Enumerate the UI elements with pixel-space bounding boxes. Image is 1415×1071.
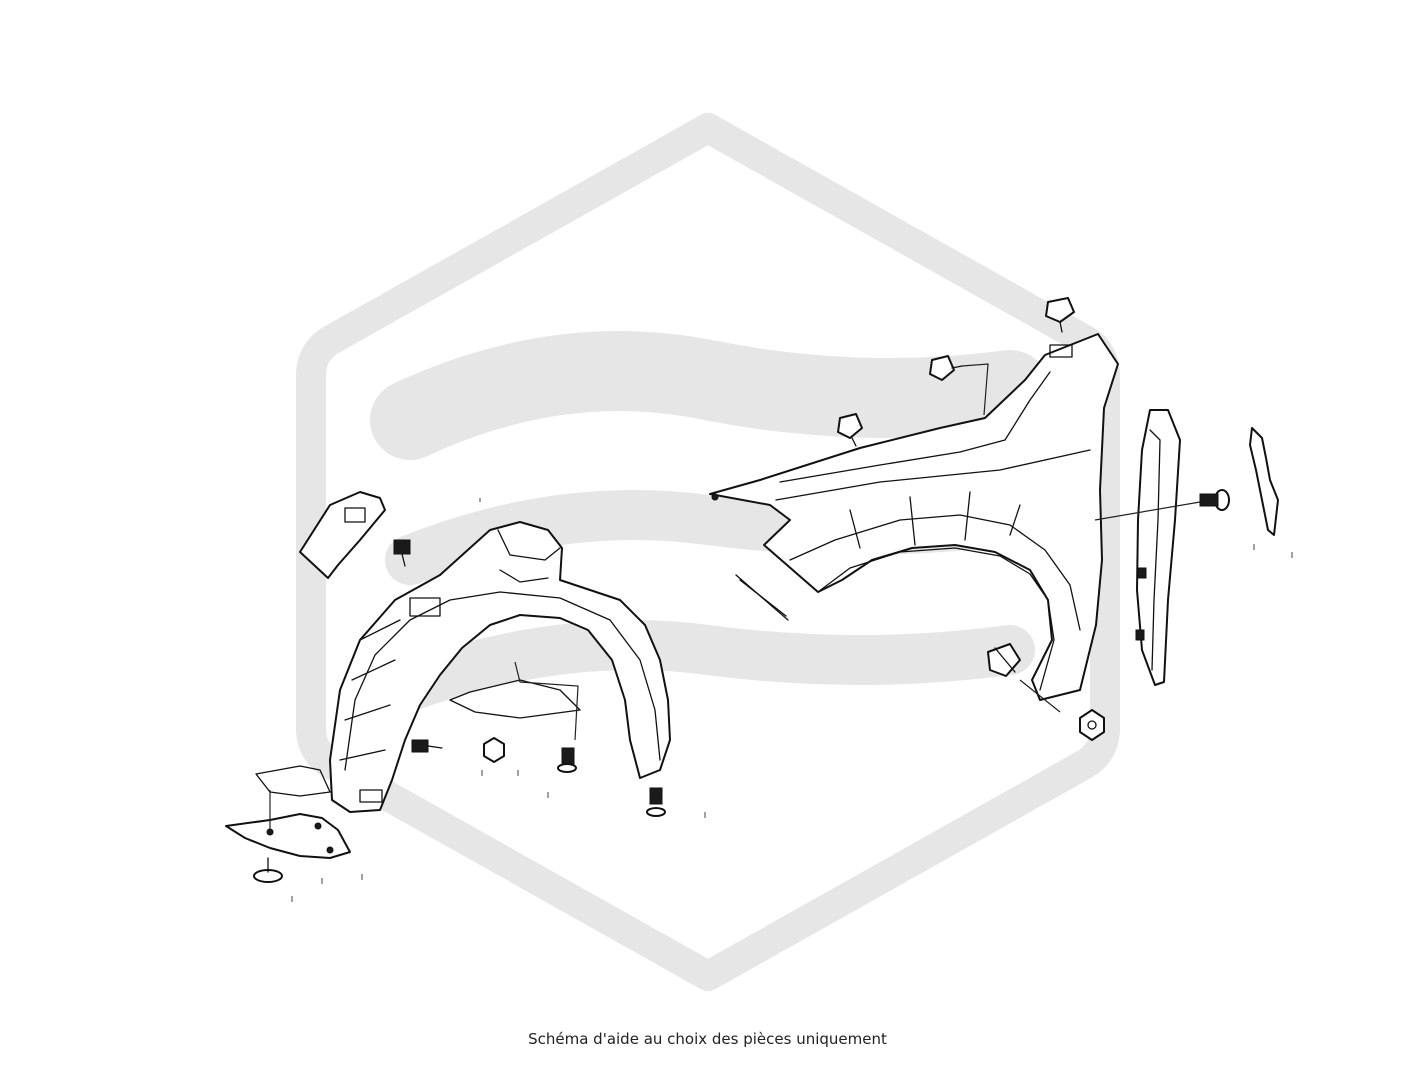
diagram-caption: Schéma d'aide au choix des pièces unique… bbox=[528, 1030, 887, 1048]
wheel-arch-liner[interactable] bbox=[329, 521, 671, 813]
trim-strip[interactable] bbox=[735, 574, 789, 621]
clip-left-4[interactable] bbox=[646, 787, 666, 817]
bolt-top-2[interactable] bbox=[929, 355, 989, 416]
clip-left-3[interactable] bbox=[514, 661, 579, 773]
reference-ticks bbox=[291, 498, 1293, 902]
logo-hexagon-watermark bbox=[296, 113, 1120, 991]
clip-lower[interactable] bbox=[987, 643, 1061, 713]
screw-left[interactable] bbox=[253, 790, 283, 883]
clip-left-2[interactable] bbox=[411, 739, 443, 753]
nut-lower[interactable] bbox=[1079, 709, 1105, 741]
splash-shield[interactable] bbox=[225, 765, 351, 859]
bolt-top-3[interactable] bbox=[837, 413, 863, 447]
bolt-top-1[interactable] bbox=[1045, 297, 1075, 333]
clip-left-1[interactable] bbox=[393, 539, 411, 567]
nut-left[interactable] bbox=[483, 737, 505, 763]
front-fender[interactable] bbox=[709, 333, 1119, 701]
fender-bracket[interactable] bbox=[1135, 409, 1181, 686]
push-clip-right[interactable] bbox=[1094, 489, 1230, 521]
fender-seal[interactable] bbox=[1249, 427, 1279, 536]
liner-cover[interactable] bbox=[299, 491, 386, 579]
